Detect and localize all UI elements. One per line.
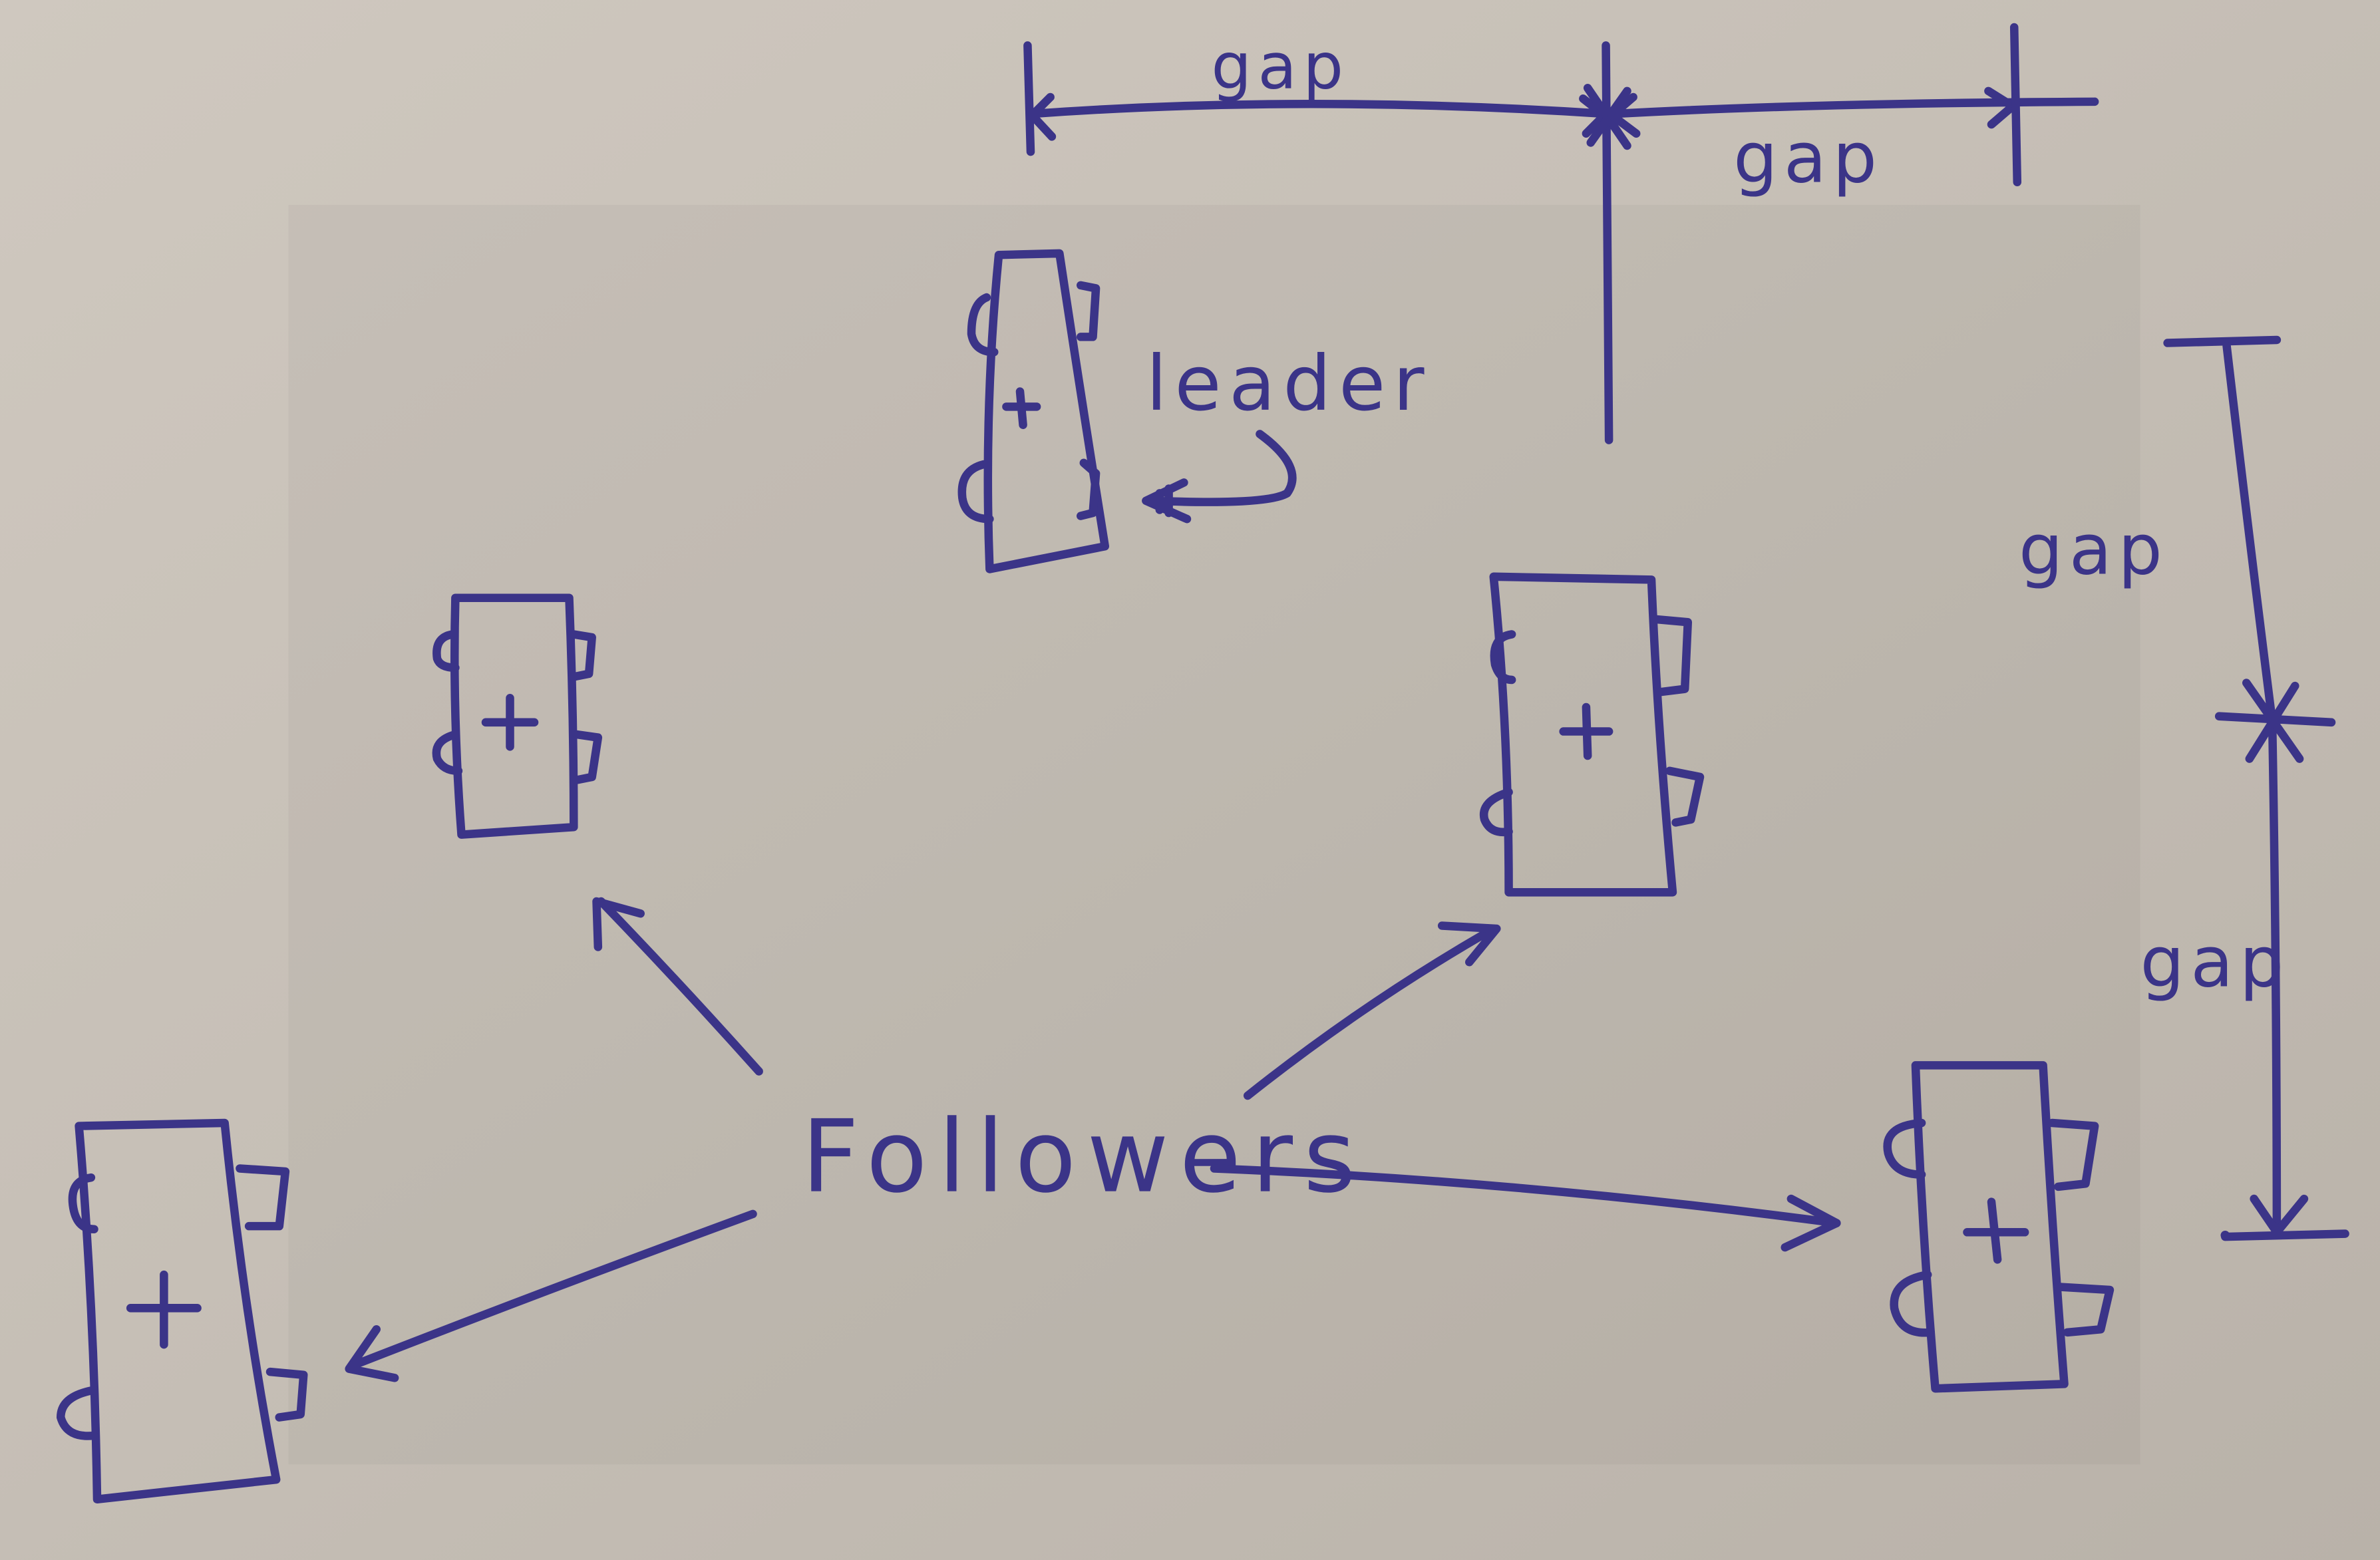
follower-arrow-to-right-middle xyxy=(1243,921,1501,1100)
follower-vehicle-upper-left xyxy=(432,593,603,839)
follower-arrow-to-bottom-left xyxy=(345,1209,757,1382)
leader-label: leader xyxy=(1146,339,1432,428)
follower-arrow-to-bottom-right xyxy=(1210,1164,1841,1252)
follower-vehicle-right-middle xyxy=(1479,572,1705,897)
right-gap-dimension xyxy=(2163,335,2349,1241)
gap-label-right-lower: gap xyxy=(2140,922,2290,1003)
leader-vehicle xyxy=(957,249,1110,573)
follower-vehicle-bottom-right xyxy=(1883,1061,2115,1393)
gap-label-top-right: gap xyxy=(1733,118,1883,199)
follower-vehicle-bottom-left xyxy=(56,1118,308,1504)
pencil-speck xyxy=(2220,1230,2230,1240)
top-gap-dimension xyxy=(1023,23,2099,444)
follower-arrow-to-upper-left xyxy=(592,897,763,1076)
followers-label: Followers xyxy=(802,1098,1367,1215)
leader-pointer-arrow xyxy=(1142,430,1297,524)
gap-label-right-upper: gap xyxy=(2019,509,2168,590)
gap-label-top-left: gap xyxy=(1211,29,1349,103)
